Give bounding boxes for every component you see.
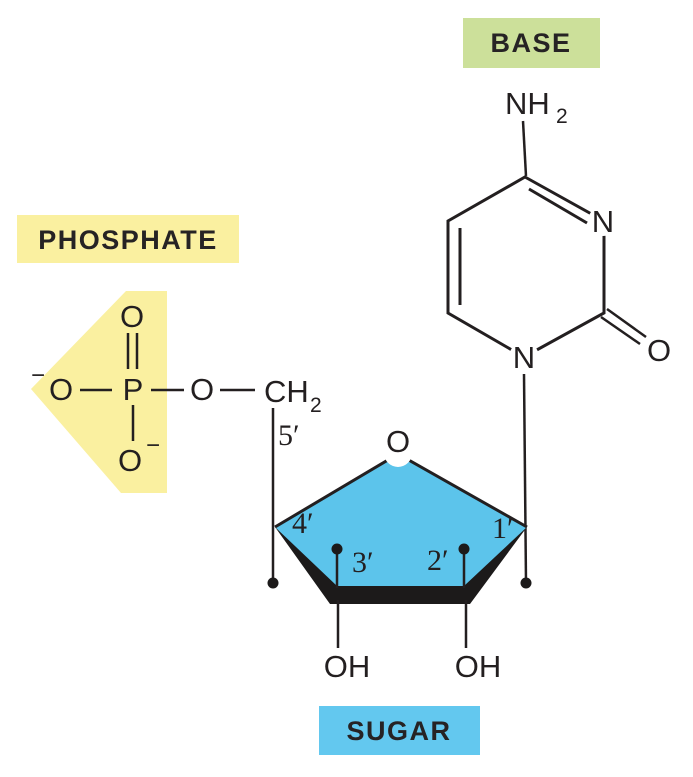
amine-group-subscript: 2 xyxy=(556,105,568,128)
phosphate-label-box xyxy=(17,215,239,263)
ring-oxygen-notch xyxy=(384,439,412,467)
double-bond-c4-n3 xyxy=(528,187,588,225)
n1-notch xyxy=(509,342,539,372)
h-dot-c2 xyxy=(458,543,470,555)
carbon-number-5prime: 5′ xyxy=(278,419,300,452)
hydroxyl-3-label: OH xyxy=(324,649,371,684)
phosphate-highlight-shape xyxy=(31,291,167,493)
carbon-number-3prime: 3′ xyxy=(352,546,374,579)
carbon-number-2prime: 2′ xyxy=(427,544,449,577)
phosphate-label: PHOSPHATE xyxy=(38,225,218,255)
sugar-ring-front-wedge xyxy=(275,527,527,604)
phosphate-bottom-charge: − xyxy=(146,432,160,459)
hydroxyl-2-label: OH xyxy=(455,649,502,684)
sugar-label: SUGAR xyxy=(346,716,451,746)
n3-notch xyxy=(588,206,618,236)
phosphate-oxygen-top-label: O xyxy=(120,299,144,334)
double-bond-c2-o-upper xyxy=(606,307,647,339)
base-label-box xyxy=(463,18,600,68)
ring-nitrogen-top-label: N xyxy=(592,204,614,239)
ring-nitrogen-bottom-label: N xyxy=(513,340,535,375)
h-dot-c4 xyxy=(267,577,279,589)
methylene-subscript: 2 xyxy=(310,394,322,417)
h-dot-c3 xyxy=(331,543,343,555)
double-bond-c2-o-lower xyxy=(600,315,641,346)
base-label: BASE xyxy=(490,28,571,58)
carbon-number-1prime: 1′ xyxy=(492,512,514,545)
methylene-label: CH xyxy=(264,374,309,409)
phosphorus-label: P xyxy=(123,372,144,407)
amine-group-label: NH xyxy=(505,86,550,121)
phosphate-left-charge: − xyxy=(31,362,45,389)
carbonyl-oxygen-label: O xyxy=(647,333,671,368)
bridge-oxygen-label: O xyxy=(190,372,214,407)
ring-oxygen-label: O xyxy=(386,424,410,459)
bond-amine-ring xyxy=(521,120,528,177)
base-ring-shape xyxy=(446,175,606,359)
bond-n1-c1-h xyxy=(522,373,528,584)
sugar-label-box xyxy=(319,706,480,755)
carbon-number-4prime: 4′ xyxy=(292,507,314,540)
phosphate-oxygen-bottom-label: O xyxy=(118,443,142,478)
phosphate-oxygen-left-label: O xyxy=(49,372,73,407)
h-dot-c1 xyxy=(520,577,532,589)
